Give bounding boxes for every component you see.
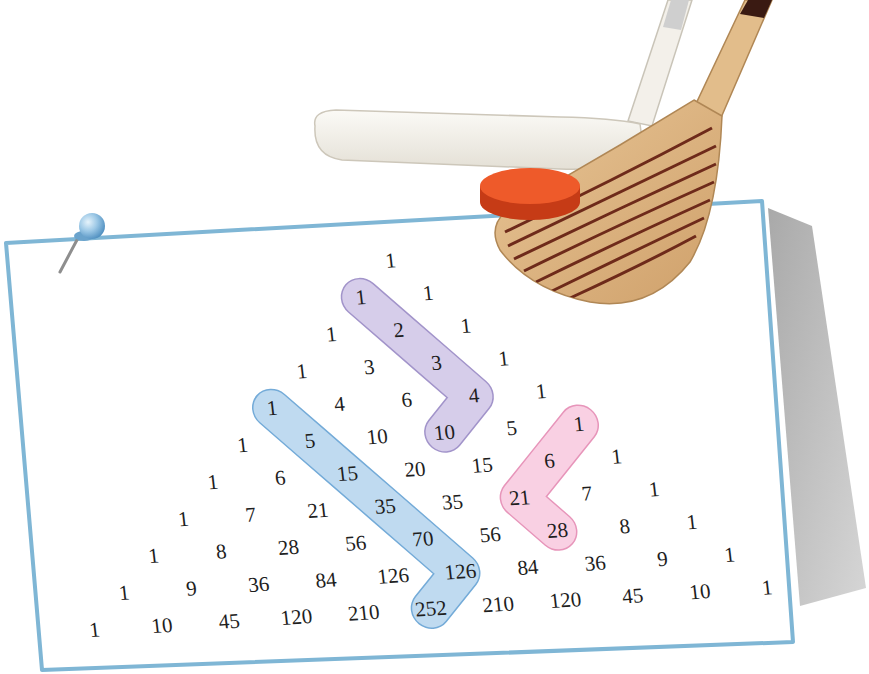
triangle-number: 45 — [218, 611, 241, 633]
triangle-number: 1 — [384, 250, 397, 272]
triangle-number: 36 — [583, 553, 606, 575]
triangle-number: 21 — [306, 500, 329, 522]
triangle-number: 120 — [280, 606, 314, 629]
hockey-puck — [480, 168, 580, 220]
triangle-number: 1 — [325, 324, 338, 346]
band-number: 28 — [546, 520, 569, 542]
highlight-band: 162128 — [483, 397, 620, 561]
triangle-number: 7 — [244, 504, 257, 526]
triangle-number: 1 — [177, 509, 190, 531]
triangle-number: 35 — [441, 491, 464, 513]
triangle-number: 36 — [247, 574, 270, 596]
triangle-number: 3 — [363, 357, 376, 379]
triangle-number: 210 — [481, 593, 515, 616]
band-number: 126 — [444, 561, 478, 584]
band-number: 4 — [468, 385, 481, 407]
triangle-number: 1 — [648, 479, 661, 501]
triangle-number: 1 — [118, 582, 131, 604]
band-number: 1 — [573, 414, 586, 436]
triangle-number: 9 — [185, 578, 198, 600]
band-number: 252 — [414, 598, 448, 621]
triangle-number: 1 — [460, 315, 473, 337]
triangle-number: 1 — [761, 577, 774, 599]
band-number: 35 — [374, 496, 397, 518]
triangle-number: 1 — [610, 446, 623, 468]
triangle-number: 126 — [376, 565, 410, 588]
triangle-number: 7 — [581, 483, 594, 505]
triangle-number: 5 — [505, 418, 518, 440]
triangle-number: 84 — [516, 557, 539, 579]
triangle-number: 1 — [88, 619, 101, 641]
triangle-number: 1 — [686, 512, 699, 534]
triangle-number: 1 — [422, 283, 435, 305]
triangle-number: 1 — [723, 544, 736, 566]
triangle-number: 6 — [400, 389, 413, 411]
highlight-band: 123410 — [332, 264, 507, 465]
band-number: 5 — [303, 430, 316, 452]
triangle-number: 15 — [470, 454, 493, 476]
triangle-number: 1 — [295, 361, 308, 383]
band-number: 70 — [411, 528, 434, 550]
triangle-number: 45 — [621, 585, 644, 607]
band-number: 1 — [355, 287, 368, 309]
triangle-number: 56 — [479, 524, 502, 546]
wooden-hockey-stick — [495, 0, 772, 304]
triangle-number: 8 — [215, 541, 228, 563]
band-number: 2 — [392, 320, 405, 342]
triangle-number: 20 — [403, 459, 426, 481]
triangle-number: 1 — [535, 381, 548, 403]
triangle-number: 120 — [549, 589, 583, 612]
triangle-number: 56 — [344, 532, 367, 554]
triangle-number: 10 — [366, 426, 389, 448]
triangle-number: 10 — [150, 615, 173, 637]
band-number: 15 — [336, 463, 359, 485]
band-number: 21 — [508, 487, 531, 509]
triangle-number: 4 — [333, 394, 346, 416]
triangle-number: 10 — [688, 581, 711, 603]
triangle-number: 1 — [497, 348, 510, 370]
triangle-number: 210 — [347, 602, 381, 625]
triangle-number: 28 — [277, 537, 300, 559]
band-number: 1 — [266, 398, 279, 420]
band-number: 10 — [433, 422, 456, 444]
triangle-number: 9 — [656, 549, 669, 571]
band-number: 6 — [543, 450, 556, 472]
band-number: 3 — [430, 352, 443, 374]
triangle-number: 84 — [314, 569, 337, 591]
triangle-number: 1 — [147, 546, 160, 568]
triangle-number: 6 — [274, 467, 287, 489]
triangle-number: 8 — [618, 516, 631, 538]
triangle-number: 1 — [207, 472, 220, 494]
push-pin — [60, 213, 105, 272]
triangle-number: 1 — [236, 435, 249, 457]
